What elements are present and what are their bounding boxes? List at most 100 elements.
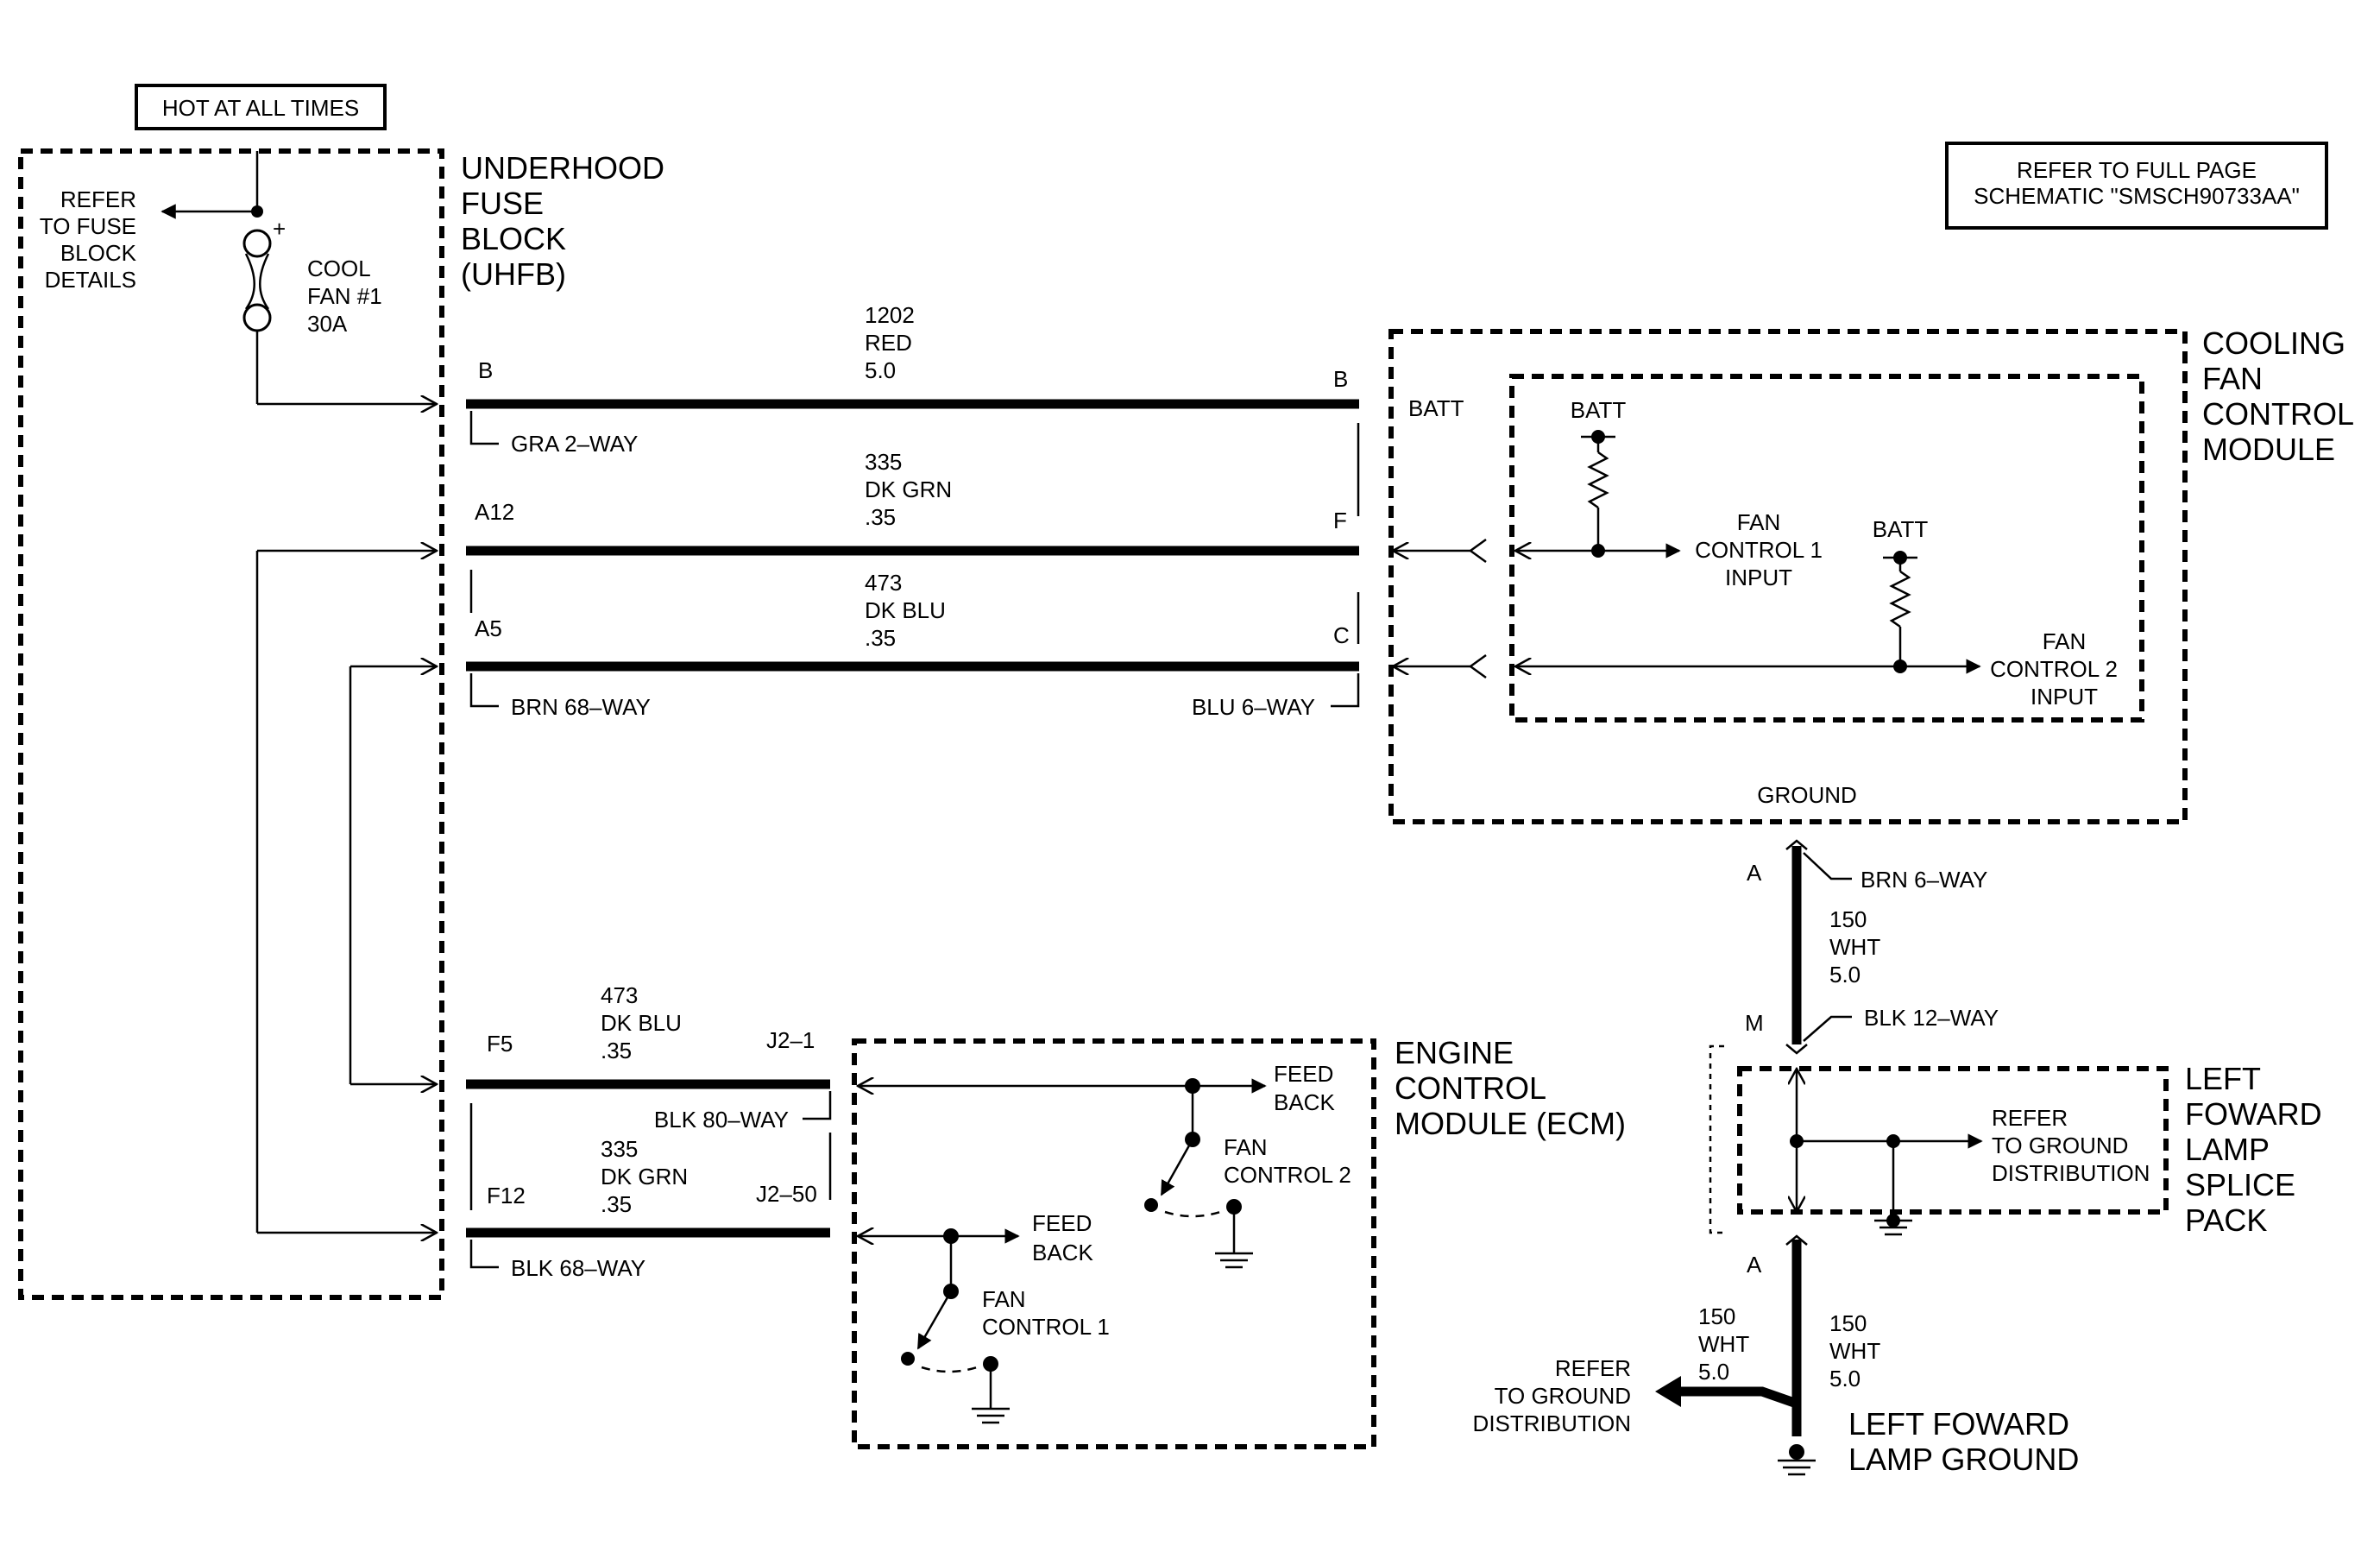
- svg-text:SPLICE: SPLICE: [2185, 1167, 2295, 1202]
- svg-text:A: A: [1747, 1252, 1762, 1278]
- cfcm-input-1: BATT FAN CONTROL 1 INPUT: [1393, 397, 1823, 590]
- svg-text:C: C: [1333, 622, 1350, 648]
- uhfb-internal-links: [255, 551, 437, 1233]
- svg-text:WHT: WHT: [1829, 934, 1880, 960]
- svg-text:REFER TO FULL PAGE: REFER TO FULL PAGE: [2017, 157, 2257, 183]
- svg-text:SCHEMATIC "SMSCH90733AA": SCHEMATIC "SMSCH90733AA": [1974, 183, 2300, 209]
- svg-text:F5: F5: [487, 1031, 513, 1057]
- cfcm-title: COOLING FAN CONTROL MODULE: [2202, 325, 2354, 467]
- svg-text:FEED: FEED: [1274, 1061, 1333, 1087]
- svg-text:BLK 80–WAY: BLK 80–WAY: [654, 1107, 789, 1133]
- wire-473-dkblu-ecm: F5 J2–1 473 DK BLU .35 BLK 80–WAY: [466, 982, 832, 1210]
- svg-text:J2–1: J2–1: [766, 1027, 815, 1053]
- svg-text:PACK: PACK: [2185, 1202, 2267, 1238]
- svg-text:DETAILS: DETAILS: [45, 267, 136, 293]
- svg-text:.35: .35: [865, 625, 896, 651]
- uhfb-outline: [18, 148, 444, 1300]
- refer-fuse-details-label: REFER TO FUSE BLOCK DETAILS: [40, 186, 137, 293]
- ecm-title: ENGINE CONTROL MODULE (ECM): [1395, 1035, 1626, 1141]
- svg-text:CONTROL 2: CONTROL 2: [1990, 656, 2118, 682]
- svg-text:BRN 6–WAY: BRN 6–WAY: [1861, 867, 1987, 893]
- splice-pack-title: LEFT FOWARD LAMP SPLICE PACK: [2185, 1061, 2322, 1238]
- svg-text:BLK 68–WAY: BLK 68–WAY: [511, 1255, 645, 1281]
- svg-text:FAN: FAN: [982, 1286, 1026, 1312]
- svg-text:5.0: 5.0: [1829, 962, 1861, 988]
- svg-text:REFER: REFER: [1555, 1355, 1631, 1381]
- svg-text:BLOCK: BLOCK: [461, 221, 566, 256]
- svg-text:DK GRN: DK GRN: [601, 1164, 688, 1190]
- wire-473-dkblu-top: A5 C 473 DK BLU .35 BRN 68–WAY BLU 6–WAY: [466, 570, 1360, 720]
- lamp-ground-title: LEFT FOWARD LAMP GROUND: [1848, 1406, 2079, 1477]
- ecm-fan-control-2-switch: FEED BACK FAN CONTROL 2: [858, 1061, 1351, 1269]
- svg-text:B: B: [1333, 366, 1348, 392]
- svg-text:BATT: BATT: [1873, 516, 1929, 542]
- svg-text:COOL: COOL: [307, 256, 371, 281]
- svg-text:CONTROL 2: CONTROL 2: [1224, 1162, 1351, 1188]
- svg-text:LEFT FOWARD: LEFT FOWARD: [1848, 1406, 2069, 1442]
- svg-text:CONTROL: CONTROL: [2202, 396, 2354, 432]
- ecm-outline: [852, 1038, 1376, 1449]
- svg-text:DK GRN: DK GRN: [865, 476, 952, 502]
- svg-text:BATT: BATT: [1571, 397, 1627, 423]
- svg-text:REFER: REFER: [60, 186, 136, 212]
- svg-text:473: 473: [601, 982, 638, 1008]
- cool-fan-fuse: + COOL FAN #1 30A: [161, 151, 437, 404]
- svg-text:TO GROUND: TO GROUND: [1992, 1133, 2128, 1158]
- svg-text:30A: 30A: [307, 311, 348, 337]
- svg-text:WHT: WHT: [1829, 1338, 1880, 1364]
- svg-text:FUSE: FUSE: [461, 186, 544, 221]
- svg-text:INPUT: INPUT: [1725, 565, 1792, 590]
- svg-text:J2–50: J2–50: [756, 1181, 817, 1207]
- svg-text:BLU 6–WAY: BLU 6–WAY: [1192, 694, 1315, 720]
- cfcm-outline: [1388, 329, 2188, 824]
- svg-text:5.0: 5.0: [865, 357, 896, 383]
- svg-text:1202: 1202: [865, 302, 915, 328]
- svg-text:COOLING: COOLING: [2202, 325, 2345, 361]
- wire-1202-red: B B 1202 RED 5.0 GRA 2–WAY: [466, 302, 1360, 516]
- svg-text:FAN #1: FAN #1: [307, 283, 382, 309]
- cfcm-ground-label: GROUND: [1757, 782, 1857, 808]
- svg-text:FAN: FAN: [2043, 628, 2087, 654]
- svg-text:BLOCK: BLOCK: [60, 240, 137, 266]
- svg-text:5.0: 5.0: [1698, 1359, 1729, 1385]
- svg-text:A5: A5: [475, 615, 502, 641]
- svg-text:DK BLU: DK BLU: [865, 597, 946, 623]
- svg-text:335: 335: [601, 1136, 638, 1162]
- svg-text:LEFT: LEFT: [2185, 1061, 2261, 1096]
- svg-text:INPUT: INPUT: [2031, 684, 2098, 710]
- svg-text:BLK 12–WAY: BLK 12–WAY: [1864, 1005, 1999, 1031]
- svg-text:.35: .35: [865, 504, 896, 530]
- svg-text:TO GROUND: TO GROUND: [1495, 1383, 1631, 1409]
- uhfb-title: UNDERHOOD FUSE BLOCK (UHFB): [461, 150, 664, 292]
- hot-at-all-times-box: HOT AT ALL TIMES: [135, 84, 387, 130]
- svg-text:A: A: [1747, 860, 1762, 886]
- svg-text:150: 150: [1829, 1310, 1867, 1336]
- svg-text:.35: .35: [601, 1191, 632, 1217]
- cfcm-input-2: BATT FAN CONTROL 2 INPUT: [1393, 516, 2118, 710]
- svg-text:F12: F12: [487, 1183, 526, 1208]
- svg-text:335: 335: [865, 449, 902, 475]
- svg-text:RED: RED: [865, 330, 912, 356]
- splice-pack: REFER TO GROUND DISTRIBUTION: [1709, 1044, 2169, 1236]
- svg-text:FAN: FAN: [1224, 1134, 1268, 1160]
- svg-text:FAN: FAN: [1737, 509, 1781, 535]
- svg-text:HOT AT ALL TIMES: HOT AT ALL TIMES: [162, 95, 359, 121]
- svg-text:GRA 2–WAY: GRA 2–WAY: [511, 431, 638, 457]
- svg-text:FOWARD: FOWARD: [2185, 1096, 2322, 1132]
- svg-text:ENGINE: ENGINE: [1395, 1035, 1514, 1070]
- svg-text:(UHFB): (UHFB): [461, 256, 566, 292]
- svg-text:LAMP: LAMP: [2185, 1132, 2270, 1167]
- svg-text:DK BLU: DK BLU: [601, 1010, 682, 1036]
- svg-text:F: F: [1333, 508, 1347, 533]
- svg-text:REFER: REFER: [1992, 1105, 2068, 1131]
- svg-text:5.0: 5.0: [1829, 1366, 1861, 1391]
- refer-schematic-box: REFER TO FULL PAGE SCHEMATIC "SMSCH90733…: [1945, 142, 2328, 230]
- svg-text:MODULE: MODULE: [2202, 432, 2335, 467]
- svg-text:BRN 68–WAY: BRN 68–WAY: [511, 694, 651, 720]
- svg-text:CONTROL 1: CONTROL 1: [982, 1314, 1110, 1340]
- svg-text:UNDERHOOD: UNDERHOOD: [461, 150, 664, 186]
- wire-335-dkgrn-top: A12 F 335 DK GRN .35: [466, 449, 1359, 613]
- wire-150-wht-ground: A BRN 6–WAY 150 WHT 5.0 M BLK 12–WAY: [1745, 839, 1999, 1055]
- svg-text:MODULE (ECM): MODULE (ECM): [1395, 1106, 1626, 1141]
